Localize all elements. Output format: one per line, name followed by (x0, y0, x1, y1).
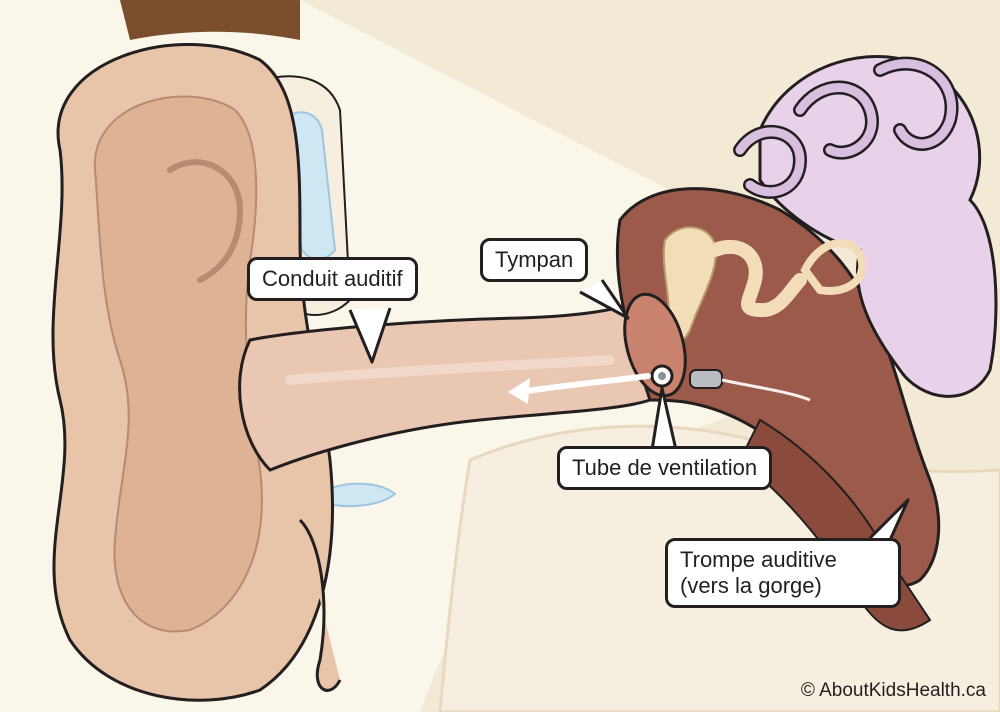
ear-canal-label: Conduit auditif (247, 257, 418, 301)
eustachian-tube-label-line1: Trompe auditive (680, 547, 886, 573)
ventilation-tube-label: Tube de ventilation (557, 446, 772, 490)
eustachian-tube-label-line2: (vers la gorge) (680, 573, 886, 599)
copyright-notice: © AboutKidsHealth.ca (801, 680, 986, 702)
eardrum-label: Tympan (480, 238, 588, 282)
eustachian-tube-label: Trompe auditive (vers la gorge) (665, 538, 901, 608)
